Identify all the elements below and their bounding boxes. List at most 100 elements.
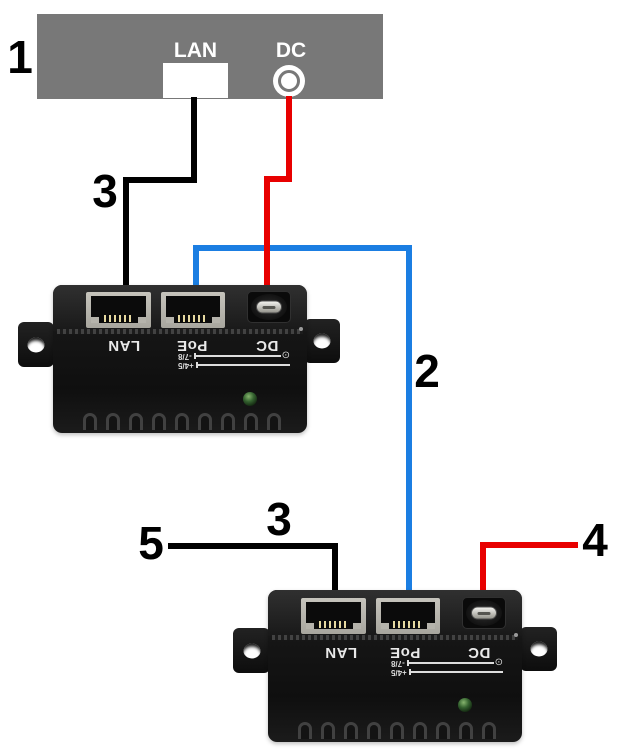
- pin-label-45: +4/5: [178, 361, 194, 370]
- vent-slot: [152, 413, 166, 430]
- rj45-opening: [306, 602, 361, 629]
- rj45-notch: [91, 317, 99, 323]
- rj45-port-poe: [376, 598, 440, 634]
- cable-dc-top-drop: [264, 179, 270, 290]
- cable-dc-bottom-horizontal: [480, 542, 578, 548]
- vent-slot: [344, 722, 358, 739]
- vent-slot: [244, 413, 258, 430]
- lan-port: [163, 63, 228, 98]
- lan-port-label: LAN: [173, 39, 218, 62]
- silkscreen-poe: PoE: [389, 644, 421, 661]
- vent-slot: [459, 722, 473, 739]
- vent-slot: [298, 722, 312, 739]
- callout-1: 1: [7, 31, 33, 83]
- rj45-pins: [318, 621, 349, 628]
- corner-speck: [299, 327, 303, 331]
- pin-label-78: -7/8: [178, 352, 192, 361]
- cable-lan-bottom-horizontal: [168, 543, 338, 549]
- power-led-icon: [458, 698, 472, 712]
- callout-3-bottom: 3: [266, 493, 292, 545]
- rj45-notch: [306, 623, 314, 629]
- mounting-ear-left: [233, 628, 270, 673]
- mounting-ear-left: [18, 322, 54, 367]
- pin-tick: [408, 669, 411, 675]
- dc-socket-ring: [278, 70, 300, 92]
- rj45-notch: [353, 623, 361, 629]
- vent-slot: [175, 413, 189, 430]
- vent-slot: [367, 722, 381, 739]
- dc-jack-slot: [262, 305, 276, 309]
- mounting-hole-icon: [530, 641, 547, 657]
- pin-label-78: -7/8: [391, 659, 405, 668]
- cable-lan-top-vertical: [191, 97, 197, 180]
- network-device-box: LAN DC: [37, 14, 383, 99]
- poe-injector-2: LAN PoE DC -7/8 ⊙ +4/5: [233, 590, 557, 753]
- cable-dc-top-horizontal: [264, 176, 292, 182]
- cable-poe-entry: [193, 249, 199, 291]
- rj45-port-lan: [301, 598, 366, 634]
- cable-lan-top-drop: [123, 180, 129, 288]
- rj45-notch: [166, 317, 174, 323]
- vent-slot: [129, 413, 143, 430]
- vent-slot: [106, 413, 120, 430]
- mounting-hole-icon: [27, 337, 45, 352]
- callout-4: 4: [582, 514, 608, 566]
- mounting-ear-right: [304, 319, 340, 363]
- pin-line: [195, 355, 281, 357]
- silkscreen-lan: LAN: [324, 644, 358, 661]
- ground-symbol-icon: ⊙: [281, 350, 290, 361]
- poe-injector-1: LAN PoE DC -7/8 ⊙ +4/5: [18, 285, 340, 433]
- dc-jack-barrel: [471, 606, 497, 620]
- rj45-notch: [381, 623, 389, 629]
- rj45-pins: [393, 621, 423, 628]
- cable-poe-vertical: [406, 245, 412, 592]
- rj45-port-lan: [86, 292, 151, 328]
- pin-tick: [195, 362, 198, 368]
- vent-slot: [221, 413, 235, 430]
- vent-slot: [83, 413, 97, 430]
- vent-scallops: [298, 722, 496, 739]
- ground-symbol-icon: ⊙: [494, 657, 503, 668]
- pin-line: [410, 671, 503, 673]
- pin-marking-78: -7/8 ⊙: [391, 657, 503, 669]
- dc-jack-barrel: [256, 300, 282, 314]
- vent-slot: [321, 722, 335, 739]
- callout-5: 5: [138, 517, 164, 569]
- rj45-notch: [212, 317, 220, 323]
- rj45-opening: [166, 296, 220, 323]
- pin-line: [408, 662, 494, 664]
- vent-slot: [482, 722, 496, 739]
- vent-slot: [436, 722, 450, 739]
- rj45-pins: [178, 315, 208, 322]
- dc-jack-slot: [477, 611, 491, 615]
- pin-marking-45: +4/5: [178, 361, 290, 370]
- corner-speck: [514, 633, 518, 637]
- callout-3-top: 3: [92, 165, 118, 217]
- rj45-pins: [103, 315, 134, 322]
- vent-slot: [198, 413, 212, 430]
- mounting-hole-icon: [313, 333, 331, 349]
- dc-jack: [462, 597, 506, 629]
- case-ridge: [272, 635, 518, 640]
- case-ridge: [57, 329, 303, 334]
- injector-body: LAN PoE DC -7/8 ⊙ +4/5: [268, 590, 522, 742]
- cable-dc-bottom-drop: [480, 545, 486, 592]
- rj45-notch: [427, 623, 435, 629]
- injector-body: LAN PoE DC -7/8 ⊙ +4/5: [53, 285, 307, 433]
- dc-jack: [247, 291, 291, 323]
- cable-lan-bottom-drop: [332, 546, 338, 592]
- pin-marking-78: -7/8 ⊙: [178, 350, 290, 362]
- pin-tick: [406, 660, 409, 666]
- rj45-opening: [91, 296, 146, 323]
- vent-scallops: [83, 413, 281, 430]
- cable-lan-top-horizontal: [123, 177, 197, 183]
- rj45-opening: [381, 602, 435, 629]
- silkscreen-lan: LAN: [107, 337, 141, 354]
- vent-slot: [413, 722, 427, 739]
- dc-port-label: DC: [275, 39, 307, 62]
- pin-marking-45: +4/5: [391, 668, 503, 677]
- cable-poe-horizontal: [193, 245, 412, 251]
- pin-label-45: +4/5: [391, 668, 407, 677]
- silkscreen-poe: PoE: [176, 337, 208, 354]
